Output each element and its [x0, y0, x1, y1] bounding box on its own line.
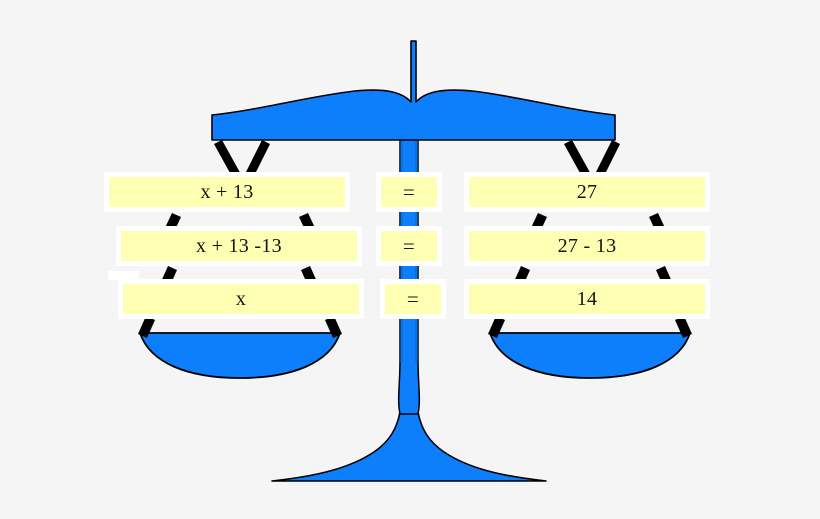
equation-row-3-left-frame: x	[118, 279, 364, 319]
equation-row-3-right-frame: 14	[464, 279, 710, 319]
left-chain-second	[243, 140, 270, 182]
right-chain-to-pan-b	[675, 316, 692, 338]
equation-row-2-left-value: x + 13 -13	[121, 231, 357, 261]
right-pan	[489, 332, 691, 379]
right-chain-to-pan-a	[488, 316, 505, 338]
equation-row-3-left-value: x	[123, 284, 359, 314]
equation-row-2-right-frame: 27 - 13	[464, 226, 710, 266]
equation-row-1-right-value: 27	[469, 177, 705, 207]
equation-row-2-operator: =	[381, 231, 437, 261]
equation-row-1-left-value: x + 13	[109, 177, 345, 207]
left-chain-to-pan-b	[325, 316, 342, 338]
right-chain-second	[593, 140, 620, 182]
equation-row-3-operator: =	[385, 284, 441, 314]
scale-beam	[211, 40, 616, 141]
right-chain	[564, 140, 593, 182]
equation-row-2-operator-frame: =	[376, 226, 442, 266]
equation-row-2-right-value: 27 - 13	[469, 231, 705, 261]
raster-artifact-patch	[108, 271, 139, 280]
equation-row-1-operator-frame: =	[376, 172, 442, 212]
equation-row-1-right-frame: 27	[464, 172, 710, 212]
left-pan	[139, 332, 341, 379]
equation-row-1-left-frame: x + 13	[104, 172, 350, 212]
scale-base	[271, 411, 547, 482]
equation-row-1-operator: =	[381, 177, 437, 207]
left-chain	[214, 140, 243, 182]
left-chain-to-pan-a	[138, 316, 155, 338]
equation-row-2-left-frame: x + 13 -13	[116, 226, 362, 266]
equation-row-3-operator-frame: =	[380, 279, 446, 319]
equation-row-3-right-value: 14	[469, 284, 705, 314]
